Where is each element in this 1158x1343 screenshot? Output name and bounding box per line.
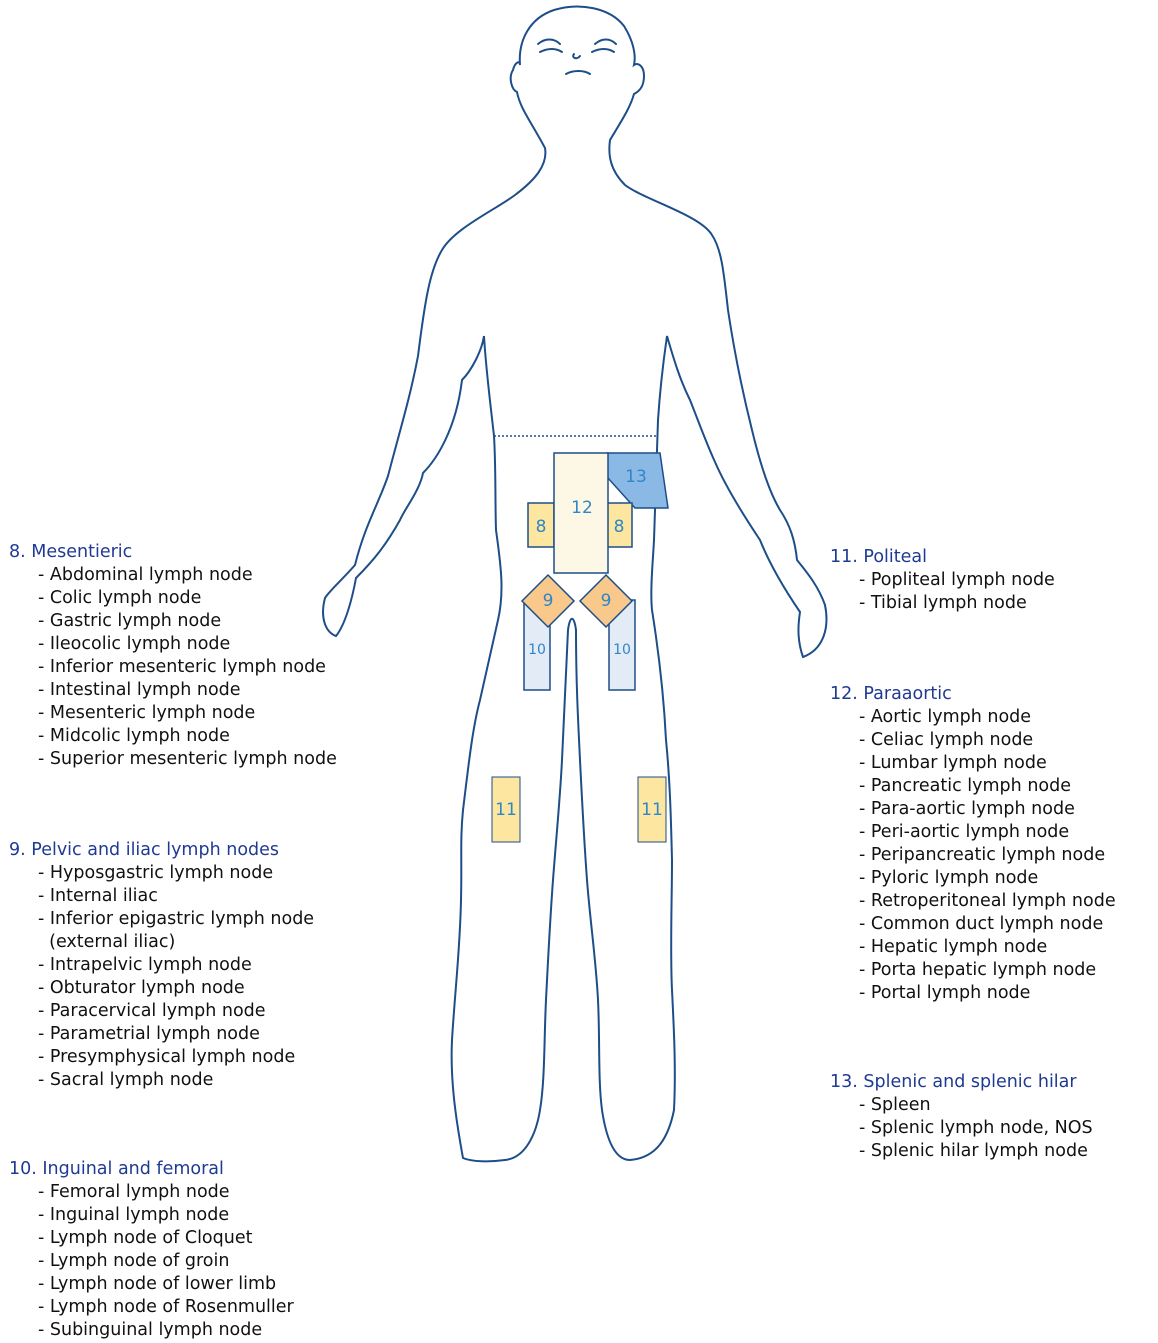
group-9-pelvic-iliac: 9. Pelvic and iliac lymph nodes - Hyposg… [9, 839, 314, 1092]
group-11-politeal: 11. Politeal - Popliteal lymph node - Ti… [830, 546, 1055, 615]
list-item: - Hyposgastric lymph node [38, 862, 314, 885]
group-items: - Popliteal lymph node - Tibial lymph no… [830, 569, 1055, 615]
list-item: - Spleen [859, 1094, 1093, 1117]
group-12-paraaortic: 12. Paraaortic - Aortic lymph node - Cel… [830, 683, 1116, 1005]
group-items: - Hyposgastric lymph node - Internal ili… [9, 862, 314, 1092]
group-items: - Abdominal lymph node - Colic lymph nod… [9, 564, 337, 771]
list-item: - Presymphysical lymph node [38, 1046, 314, 1069]
list-item: - Splenic hilar lymph node [859, 1140, 1093, 1163]
group-items: - Aortic lymph node - Celiac lymph node … [830, 706, 1116, 1005]
list-item: - Ileocolic lymph node [38, 633, 337, 656]
list-item: - Lymph node of Cloquet [38, 1227, 294, 1250]
list-item: - Subinguinal lymph node [38, 1319, 294, 1342]
group-title: 10. Inguinal and femoral [9, 1158, 294, 1181]
list-item: - Splenic lymph node, NOS [859, 1117, 1093, 1140]
list-item: - Para-aortic lymph node [859, 798, 1116, 821]
list-item: - Popliteal lymph node [859, 569, 1055, 592]
group-8-mesentieric: 8. Mesentieric - Abdominal lymph node - … [9, 541, 337, 771]
list-item: - Aortic lymph node [859, 706, 1116, 729]
region-8-left-label: 8 [536, 517, 547, 537]
group-items: - Spleen - Splenic lymph node, NOS - Spl… [830, 1094, 1093, 1163]
region-8-right-label: 8 [614, 517, 625, 537]
list-item: - Hepatic lymph node [859, 936, 1116, 959]
list-item: - Celiac lymph node [859, 729, 1116, 752]
list-item: - Porta hepatic lymph node [859, 959, 1116, 982]
region-12-label: 12 [571, 498, 593, 518]
face-features [538, 40, 616, 75]
region-10-left-label: 10 [528, 642, 546, 658]
group-items: - Femoral lymph node - Inguinal lymph no… [9, 1181, 294, 1342]
list-item: - Common duct lymph node [859, 913, 1116, 936]
list-item: - Peri-aortic lymph node [859, 821, 1116, 844]
list-item: - Paracervical lymph node [38, 1000, 314, 1023]
list-item: - Lymph node of groin [38, 1250, 294, 1273]
list-item: - Femoral lymph node [38, 1181, 294, 1204]
list-item: - Lumbar lymph node [859, 752, 1116, 775]
region-11-left-label: 11 [495, 800, 517, 820]
list-item: - Lymph node of lower limb [38, 1273, 294, 1296]
list-item: - Superior mesenteric lymph node [38, 748, 337, 771]
list-item: (external iliac) [38, 931, 314, 954]
list-item: - Colic lymph node [38, 587, 337, 610]
group-13-splenic: 13. Splenic and splenic hilar - Spleen -… [830, 1071, 1093, 1163]
list-item: - Intestinal lymph node [38, 679, 337, 702]
list-item: - Retroperitoneal lymph node [859, 890, 1116, 913]
list-item: - Parametrial lymph node [38, 1023, 314, 1046]
region-10-right-label: 10 [613, 642, 631, 658]
list-item: - Lymph node of Rosenmuller [38, 1296, 294, 1319]
body-outline [323, 7, 826, 1162]
group-title: 11. Politeal [830, 546, 1055, 569]
list-item: - Inferior epigastric lymph node [38, 908, 314, 931]
list-item: - Midcolic lymph node [38, 725, 337, 748]
region-11-right-label: 11 [641, 800, 663, 820]
group-title: 8. Mesentieric [9, 541, 337, 564]
group-title: 13. Splenic and splenic hilar [830, 1071, 1093, 1094]
list-item: - Sacral lymph node [38, 1069, 314, 1092]
group-10-inguinal-femoral: 10. Inguinal and femoral - Femoral lymph… [9, 1158, 294, 1342]
list-item: - Pancreatic lymph node [859, 775, 1116, 798]
list-item: - Tibial lymph node [859, 592, 1055, 615]
list-item: - Pyloric lymph node [859, 867, 1116, 890]
list-item: - Portal lymph node [859, 982, 1116, 1005]
group-title: 9. Pelvic and iliac lymph nodes [9, 839, 314, 862]
list-item: - Mesenteric lymph node [38, 702, 337, 725]
list-item: - Inferior mesenteric lymph node [38, 656, 337, 679]
list-item: - Peripancreatic lymph node [859, 844, 1116, 867]
region-9-left-label: 9 [543, 591, 554, 611]
group-title: 12. Paraaortic [830, 683, 1116, 706]
list-item: - Internal iliac [38, 885, 314, 908]
list-item: - Abdominal lymph node [38, 564, 337, 587]
list-item: - Gastric lymph node [38, 610, 337, 633]
list-item: - Inguinal lymph node [38, 1204, 294, 1227]
list-item: - Intrapelvic lymph node [38, 954, 314, 977]
region-13-label: 13 [625, 467, 647, 487]
region-9-right-label: 9 [601, 591, 612, 611]
list-item: - Obturator lymph node [38, 977, 314, 1000]
